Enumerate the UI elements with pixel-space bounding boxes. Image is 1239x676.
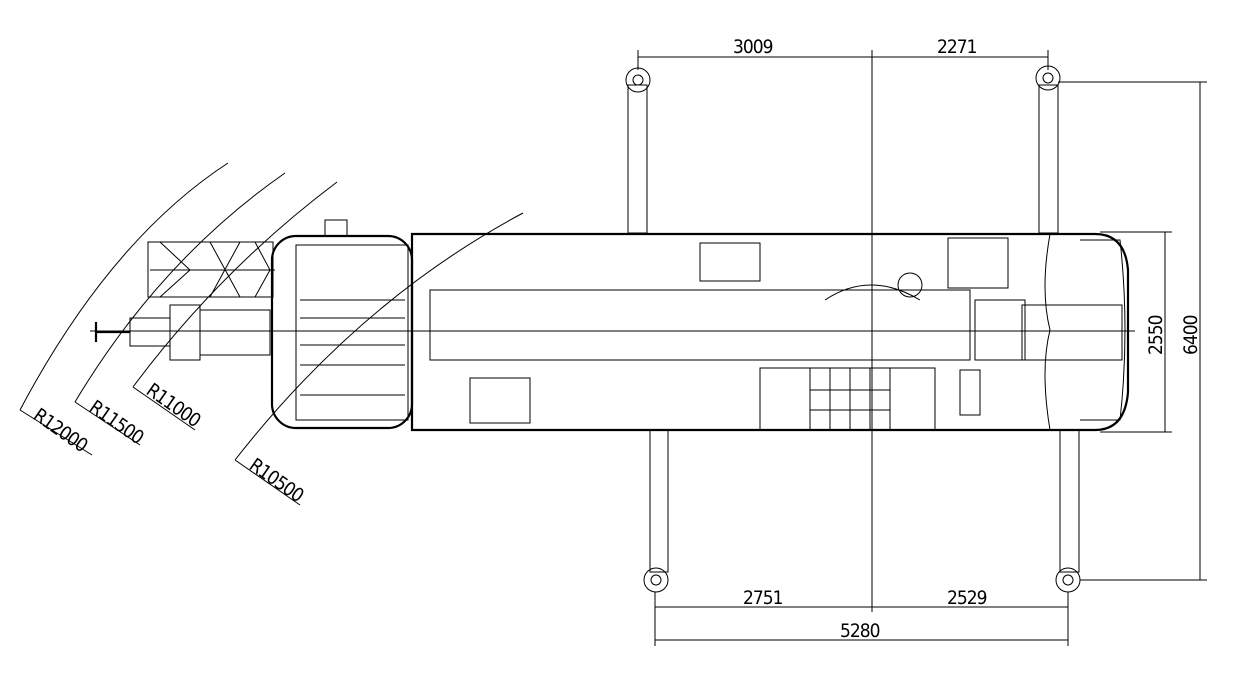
hook-block (94, 304, 271, 361)
arc-r11000 (132, 181, 338, 388)
dim-outrigger-span: 6400 (1180, 315, 1202, 355)
outrigger-pad-rear-left (643, 567, 669, 593)
engine-pack (759, 367, 981, 431)
outrigger-pad-front-left (625, 67, 651, 93)
label-r12000: R12000 (29, 404, 91, 457)
dim-front-left: 3009 (733, 36, 773, 58)
dim-front-right: 2271 (937, 36, 977, 58)
label-r11500: R11500 (85, 396, 147, 449)
dimensions (637, 50, 1207, 646)
dim-rear-left: 2751 (743, 587, 783, 609)
dim-body-width: 2550 (1145, 315, 1167, 355)
dim-rear-right: 2529 (947, 587, 987, 609)
outriggers (625, 65, 1081, 593)
label-r10500: R10500 (245, 454, 307, 507)
radius-labels: R12000 R11500 R11000 R10500 (29, 379, 307, 507)
arc-r12000 (19, 162, 229, 411)
chassis (410, 232, 1130, 432)
dim-overall-length: 5280 (840, 620, 880, 642)
turret (270, 219, 414, 430)
boom (90, 272, 1135, 361)
label-r11000: R11000 (142, 379, 204, 432)
arc-r11500 (74, 172, 286, 403)
